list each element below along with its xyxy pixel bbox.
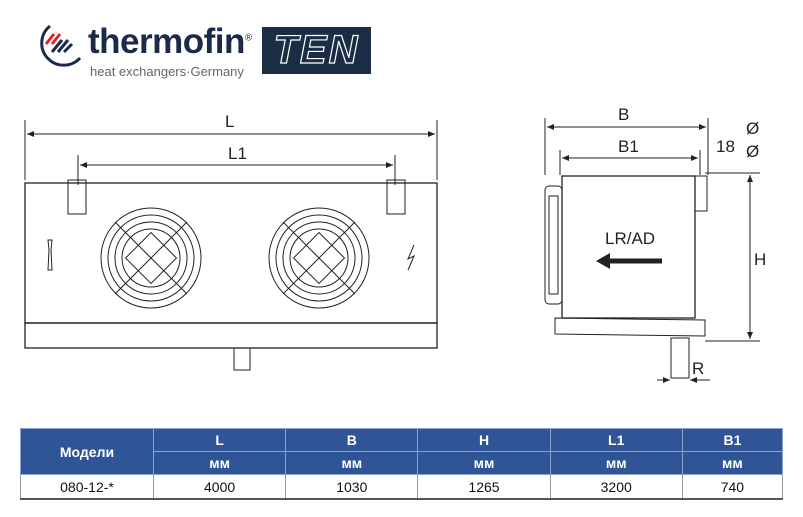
dim-L1: L1	[228, 144, 247, 163]
brand-name: thermofin®	[88, 22, 252, 62]
airflow-label: LR/AD	[605, 229, 655, 248]
cell-B: 1030	[285, 474, 419, 500]
header-B1: B1	[681, 428, 784, 452]
dim-H: H	[754, 250, 766, 269]
cell-L: 4000	[152, 474, 287, 500]
unit: мм	[417, 451, 551, 475]
cell-L1: 3200	[549, 474, 683, 500]
dim-B1: B1	[618, 137, 639, 156]
dim-R: R	[692, 359, 704, 378]
side-view: B B1 18 Ø Ø H R LR/AD	[544, 105, 766, 383]
tagline: heat exchangers·Germany	[90, 64, 244, 79]
table-row: 080-12-* 4000 1030 1265 3200 740	[20, 474, 784, 500]
brand-text: thermofin	[88, 22, 245, 61]
unit: мм	[681, 451, 784, 475]
series-logo: TEN	[262, 27, 371, 74]
table-units-row: мм мм мм мм мм	[21, 451, 784, 475]
cell-H: 1265	[417, 474, 551, 500]
header-B: B	[285, 428, 419, 452]
dimensions-table: Модели L B H L1 B1 мм мм мм мм мм 080-12…	[20, 428, 784, 500]
dim-B: B	[618, 105, 629, 124]
header-L: L	[152, 428, 287, 452]
header-L1: L1	[549, 428, 683, 452]
dim-18: 18	[716, 137, 735, 156]
cell-B1: 740	[681, 474, 784, 500]
dim-L: L	[225, 112, 234, 131]
thermofin-logo-icon	[40, 24, 82, 67]
header-model: Модели	[20, 428, 154, 475]
front-view: L L1	[24, 112, 438, 371]
fan-left-icon	[100, 207, 202, 309]
fan-right-icon	[268, 207, 370, 309]
cell-model: 080-12-*	[20, 474, 154, 500]
unit: мм	[549, 451, 683, 475]
technical-drawing: L L1 B B1 18 Ø Ø H R LR/AD	[24, 105, 766, 383]
table-header-row: Модели L B H L1 B1	[20, 428, 784, 475]
registered-mark: ®	[244, 32, 252, 44]
unit: мм	[285, 451, 419, 475]
diameter-1: Ø	[746, 119, 759, 138]
unit: мм	[152, 451, 287, 475]
diameter-2: Ø	[746, 142, 759, 161]
airflow-arrow-icon	[596, 253, 610, 269]
header-H: H	[417, 428, 551, 452]
